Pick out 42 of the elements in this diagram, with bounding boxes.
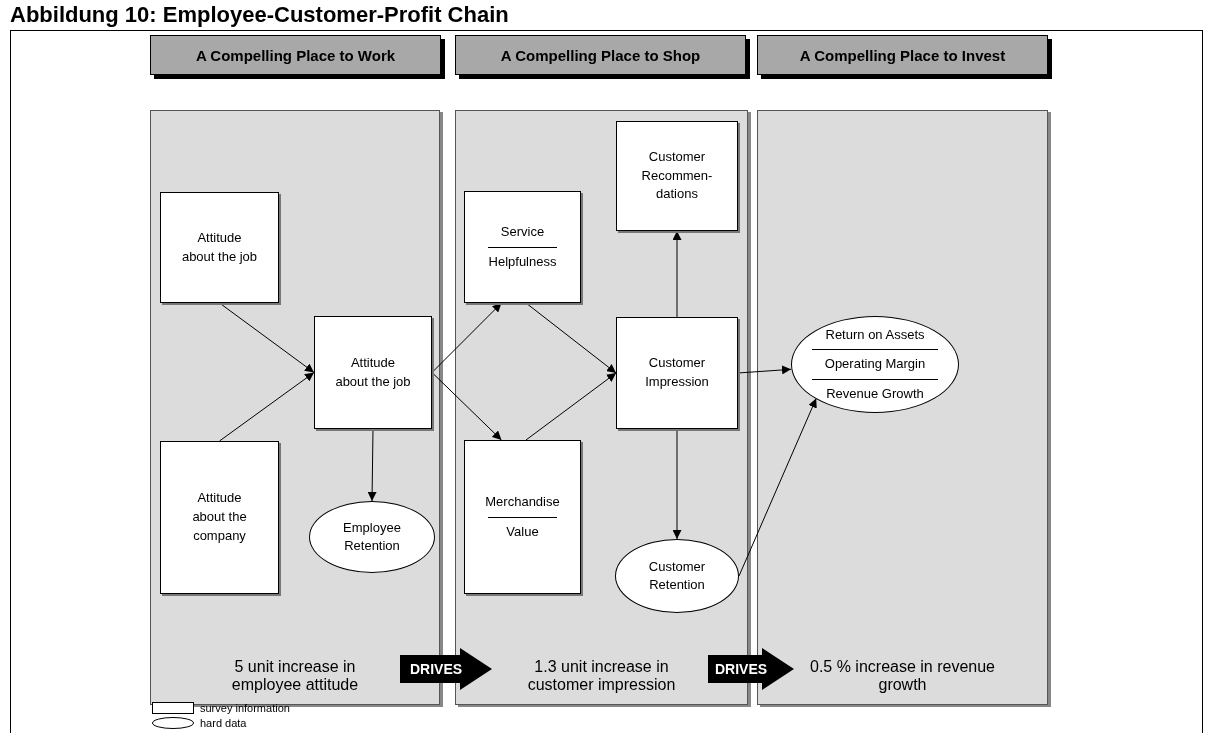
legend-text: survey information xyxy=(200,702,290,714)
survey-box xyxy=(314,316,432,429)
node-text: Merchandise xyxy=(485,492,560,511)
arrow xyxy=(431,302,502,373)
node-text: Operating Margin xyxy=(811,349,939,374)
node-text: A Compelling Place to Invest xyxy=(799,46,1006,64)
arrow xyxy=(431,372,502,441)
edge-label: DRIVES xyxy=(409,661,463,677)
arrow xyxy=(672,428,682,540)
arrow xyxy=(525,302,617,374)
legend-text: hard data xyxy=(200,717,247,729)
node-text: 1.3 unit increase in customer impression xyxy=(526,658,677,694)
diagram-title: Abbildung 10: Employee-Customer-Profit Chain xyxy=(10,2,509,28)
survey-box xyxy=(160,192,279,303)
node-text: A Compelling Place to Work xyxy=(195,46,396,64)
node-text: Customer Recommen- dations xyxy=(640,147,714,204)
arrow xyxy=(219,372,315,442)
arrow xyxy=(525,372,617,441)
node-text: 0.5 % increase in revenue growth xyxy=(809,658,996,694)
survey-box xyxy=(464,440,581,594)
edge-label: DRIVES xyxy=(714,661,768,677)
node-text: Customer Impression xyxy=(644,354,710,391)
node-text: 5 unit increase in employee attitude xyxy=(230,658,360,694)
node-text: Attitude about the job xyxy=(335,353,411,391)
survey-box xyxy=(160,441,279,594)
node-text: Return on Assets xyxy=(825,326,925,345)
node-text: Value xyxy=(488,516,557,542)
survey-box xyxy=(616,121,738,231)
node-text: Service xyxy=(500,222,545,241)
survey-box xyxy=(616,317,738,429)
node-text: Employee Retention xyxy=(342,518,402,555)
node-text: Helpfulness xyxy=(488,246,557,272)
survey-box xyxy=(464,191,581,303)
node-text: Attitude about the job xyxy=(181,228,258,266)
node-text: Customer Retention xyxy=(647,557,707,594)
node-text: A Compelling Place to Shop xyxy=(500,46,701,64)
node-text: Revenue Growth xyxy=(811,378,939,403)
arrow xyxy=(672,230,682,318)
node-text: Attitude about the company xyxy=(191,489,248,545)
arrow xyxy=(367,428,377,502)
arrow xyxy=(219,302,315,373)
arrow xyxy=(737,365,792,375)
